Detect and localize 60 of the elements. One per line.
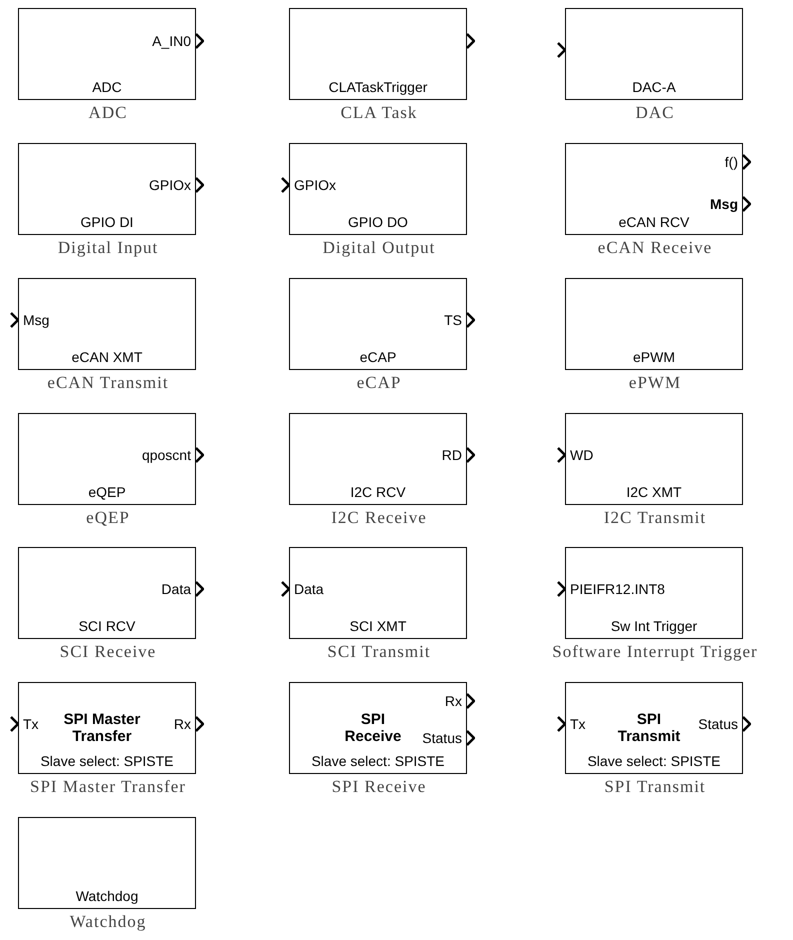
block-name: eCAP: [358, 349, 398, 365]
port-label: WD: [570, 447, 594, 464]
block-caption: SPI Master Transfer: [29, 777, 187, 797]
block-caption: SPI Transmit: [603, 777, 707, 797]
block-caption: ePWM: [628, 373, 682, 393]
port-label: Rx: [174, 716, 191, 732]
block-caption: Watchdog: [68, 912, 148, 932]
port-label: Tx: [570, 716, 586, 732]
block-caption: Digital Input: [56, 238, 160, 258]
block-caption: I2C Transmit: [602, 508, 708, 528]
port-label: qposcnt: [142, 447, 191, 464]
block-caption: SCI Receive: [58, 642, 158, 662]
port-label: Msg: [710, 196, 738, 212]
block-caption: Software Interrupt Trigger: [551, 642, 759, 662]
port-label: A_IN0: [152, 33, 191, 50]
block-name: ePWM: [632, 349, 676, 365]
block-name: Watchdog: [74, 888, 140, 904]
port-label: GPIOx: [294, 177, 336, 194]
port-label: Data: [294, 581, 324, 598]
block-name: ADC: [91, 79, 123, 95]
port-label: Status: [422, 730, 462, 746]
block-name: eQEP: [87, 484, 127, 500]
block-name: SCI XMT: [348, 618, 408, 634]
block-caption: ADC: [88, 103, 128, 123]
block-name: SPI Master Transfer: [62, 711, 142, 745]
block-name: I2C XMT: [625, 484, 683, 500]
block-caption: eCAN Transmit: [46, 373, 170, 393]
block-name: SPI Receive: [344, 711, 402, 745]
port-label: GPIOx: [148, 177, 191, 194]
block-name: DAC-A: [631, 79, 677, 95]
block-parameter: Slave select: SPISTE: [310, 753, 446, 769]
port-label: Tx: [23, 716, 39, 732]
block-name: SCI RCV: [78, 618, 136, 634]
port-label: Msg: [23, 312, 50, 328]
block-name: SPI Transmit: [616, 711, 682, 745]
block-caption: Digital Output: [322, 238, 436, 258]
block-caption: DAC: [634, 103, 676, 123]
block-caption: eCAN Receive: [596, 238, 714, 258]
block-name: eCAN XMT: [70, 349, 144, 365]
block-caption: SPI Receive: [330, 777, 428, 797]
port-label: Rx: [444, 693, 462, 710]
block-name: I2C RCV: [349, 484, 407, 500]
block-name: GPIO DI: [80, 214, 134, 230]
block-name: GPIO DO: [347, 214, 409, 230]
block-name: eCAN RCV: [618, 214, 690, 230]
port-label: PIEIFR12.INT8: [570, 581, 665, 598]
port-label: Status: [698, 716, 738, 732]
block-caption: SCI Transmit: [326, 642, 432, 662]
block-name: Sw Int Trigger: [610, 618, 698, 634]
block-parameter: Slave select: SPISTE: [39, 753, 175, 769]
port-label: TS: [444, 312, 462, 328]
block-parameter: Slave select: SPISTE: [586, 753, 722, 769]
block-name: CLATaskTrigger: [328, 79, 428, 95]
port-label: Data: [161, 581, 191, 598]
port-label: RD: [442, 447, 462, 464]
block-caption: I2C Receive: [330, 508, 428, 528]
port-label: f(): [724, 154, 738, 170]
block-caption: eCAP: [356, 373, 402, 393]
block-caption: eQEP: [85, 508, 131, 528]
block-caption: CLA Task: [340, 103, 418, 123]
